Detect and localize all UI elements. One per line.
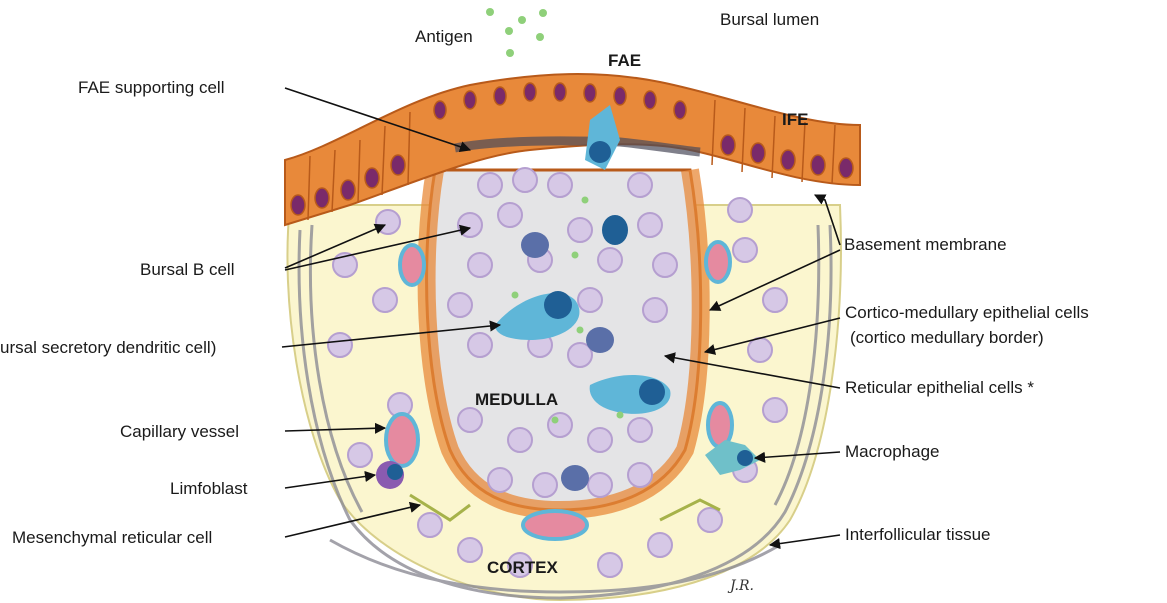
label-cortico-medullary-line1: Cortico-medullary epithelial cells (845, 303, 1089, 322)
label-cortico-medullary-line2: (cortico medullary border) (850, 328, 1044, 347)
artist-signature: J.R. (727, 578, 754, 594)
label-reticular-epithelial-cells: Reticular epithelial cells * (845, 378, 1034, 397)
label-antigen: Antigen (415, 27, 473, 46)
label-capillary-vessel: Capillary vessel (120, 422, 239, 441)
label-fae-supporting-cell: FAE supporting cell (78, 78, 224, 97)
arrow-interfollicular-tissue (770, 535, 840, 545)
label-mesenchymal-reticular-cell: Mesenchymal reticular cell (12, 528, 212, 547)
label-bursal-secretory-dendritic-cell: ursal secretory dendritic cell) (0, 338, 216, 357)
label-macrophage: Macrophage (845, 442, 940, 461)
label-fae: FAE (608, 51, 641, 70)
label-bursal-b-cell: Bursal B cell (140, 260, 234, 279)
label-limfoblast: Limfoblast (170, 479, 248, 498)
limfoblast-cell (376, 461, 404, 489)
label-basement-membrane: Basement membrane (844, 235, 1007, 254)
label-bursal-lumen: Bursal lumen (720, 10, 819, 29)
label-cortex: CORTEX (487, 558, 559, 577)
label-medulla: MEDULLA (475, 390, 558, 409)
label-interfollicular-tissue: Interfollicular tissue (845, 525, 991, 544)
label-ife: IFE (782, 110, 808, 129)
